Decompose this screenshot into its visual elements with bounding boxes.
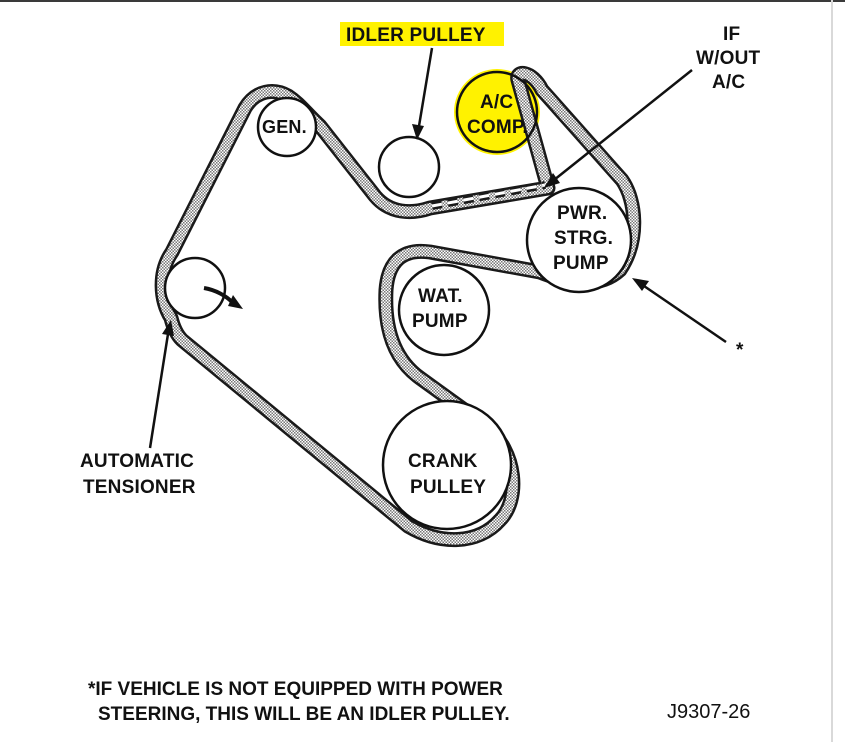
tensioner-label-line2: TENSIONER xyxy=(83,477,196,498)
idler-pulley-leader-arrow xyxy=(412,47,434,140)
pwr-strg-label-line2: STRG. xyxy=(554,228,613,249)
power-steering-pump-pulley xyxy=(525,186,633,294)
wat-pump-label-line2: PUMP xyxy=(412,311,468,332)
pwr-strg-label-line1: PWR. xyxy=(557,203,607,224)
footnote-line2: STEERING, THIS WILL BE AN IDLER PULLEY. xyxy=(98,704,510,725)
no-ac-leader-arrow xyxy=(544,69,693,188)
gen-label: GEN. xyxy=(262,117,307,137)
tensioner-label-line1: AUTOMATIC xyxy=(80,451,194,472)
pwr-strg-label-line3: PUMP xyxy=(553,253,609,274)
water-pump-pulley xyxy=(397,263,491,357)
crank-label-line2: PULLEY xyxy=(410,477,486,498)
ac-label: A/C xyxy=(712,72,745,93)
crank-pulley xyxy=(381,399,513,531)
figure-code: J9307-26 xyxy=(667,701,750,723)
wout-label: W/OUT xyxy=(696,48,761,69)
top-border xyxy=(0,0,845,2)
asterisk-mark: * xyxy=(736,340,744,361)
footnote-line1: *IF VEHICLE IS NOT EQUIPPED WITH POWER xyxy=(88,679,503,700)
crank-label-line1: CRANK xyxy=(408,451,478,472)
if-label: IF xyxy=(723,24,740,45)
ac-comp-label-line2: COMP. xyxy=(467,117,528,138)
idler-pulley xyxy=(377,135,441,199)
tensioner-leader-arrow xyxy=(148,320,174,449)
no-ac-belt-route xyxy=(431,181,546,210)
automatic-tensioner-pulley xyxy=(163,256,227,320)
tensioner-rotation-arrow-icon xyxy=(203,286,243,309)
ac-comp-label-line1: A/C xyxy=(480,92,513,113)
idler-label-highlight xyxy=(340,22,504,46)
wat-pump-label-line1: WAT. xyxy=(418,286,463,307)
idler-pulley-label: IDLER PULLEY xyxy=(346,25,486,46)
right-border xyxy=(831,0,833,742)
ac-compressor-pulley xyxy=(455,70,539,154)
generator-pulley xyxy=(256,96,318,158)
power-steering-leader-arrow xyxy=(632,278,727,344)
